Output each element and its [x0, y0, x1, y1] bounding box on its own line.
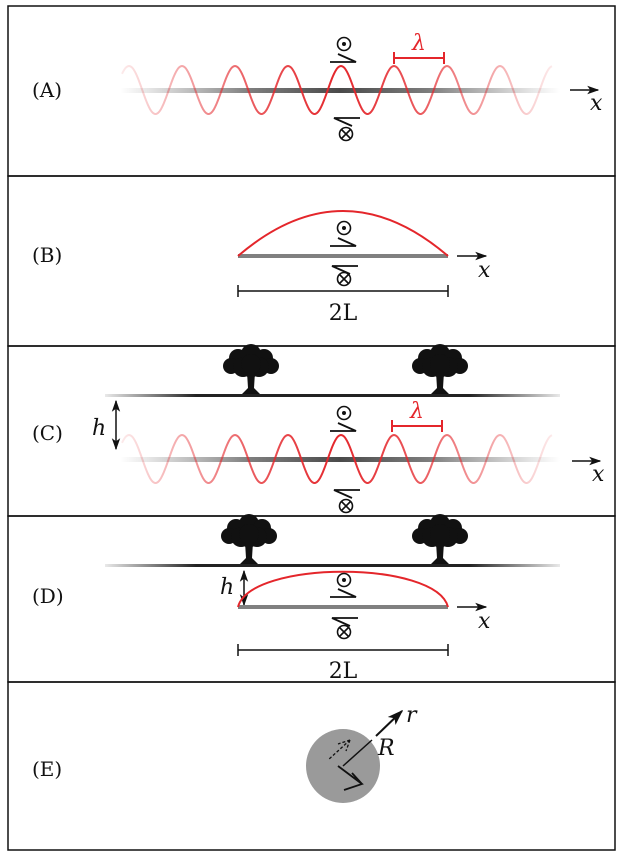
slip-arrow-top-c — [330, 422, 357, 432]
length-bar-d — [237, 644, 449, 656]
fault-line-d — [238, 605, 448, 609]
depth-label-d: h — [220, 575, 234, 600]
panel-e-border — [7, 681, 616, 851]
out-of-page-icon-a — [336, 36, 352, 52]
slip-arrow-top-b — [330, 237, 357, 247]
length-label-d: 2L — [329, 659, 358, 684]
radial-axis-arrow-e — [375, 709, 404, 737]
wavelength-label-a: λ — [411, 31, 426, 56]
fault-line-c — [120, 457, 560, 462]
panel-b-label: (B) — [32, 243, 62, 267]
slip-profile-b — [237, 210, 449, 257]
fault-line-b — [238, 254, 448, 258]
x-axis-label-a: x — [590, 91, 603, 116]
panel-d-label: (D) — [32, 584, 64, 608]
x-axis-label-d: x — [478, 609, 491, 634]
radius-line-e — [342, 739, 373, 767]
ground-surface-d — [105, 564, 560, 567]
depth-label-c: h — [92, 416, 106, 441]
slip-wave-c — [121, 433, 553, 484]
slip-arrow-bottom-b — [331, 265, 358, 275]
x-axis-label-c: x — [592, 462, 605, 487]
wavelength-marker-c — [391, 420, 443, 432]
out-of-page-icon-d — [336, 572, 352, 588]
slip-arrow-solid-e — [337, 765, 364, 791]
panel-c: (C) h λ x — [7, 343, 616, 517]
radial-axis-label-e: r — [406, 703, 418, 728]
tree-icon-d-left — [220, 513, 278, 565]
tree-icon-d-right — [411, 513, 469, 565]
radius-label-e: R — [377, 736, 395, 761]
slip-arrow-bottom-c — [333, 489, 360, 499]
out-of-page-icon-b — [336, 220, 352, 236]
into-page-icon-a — [338, 126, 354, 142]
fault-line-a — [120, 88, 560, 93]
panel-a-label: (A) — [32, 78, 62, 102]
wavelength-label-c: λ — [409, 399, 424, 424]
slip-wave-a — [121, 64, 553, 115]
panel-d: (D) h x 2L — [7, 513, 616, 684]
into-page-icon-c — [338, 498, 354, 514]
slip-arrow-top-d — [330, 588, 357, 598]
x-axis-label-b: x — [478, 258, 491, 283]
panel-d-border — [7, 515, 616, 683]
slip-profile-d — [237, 570, 449, 608]
panel-b: (B) x 2L — [7, 175, 616, 347]
slip-arrow-dashed-e — [327, 739, 351, 761]
slip-arrow-bottom-a — [333, 117, 360, 127]
panel-e-label: (E) — [32, 757, 62, 781]
into-page-icon-d — [336, 624, 352, 640]
ground-surface-c — [105, 394, 560, 397]
slip-arrow-bottom-d — [331, 617, 358, 627]
panel-c-label: (C) — [32, 421, 63, 445]
out-of-page-icon-c — [336, 405, 352, 421]
panel-a: (A) λ x — [7, 5, 616, 177]
length-bar-b — [237, 285, 449, 297]
into-page-icon-b — [336, 271, 352, 287]
tree-icon-c-right — [411, 343, 469, 395]
slip-arrow-top-a — [330, 53, 357, 63]
length-label-b: 2L — [329, 301, 358, 326]
panel-b-border — [7, 175, 616, 347]
panel-e: (E) R r — [7, 681, 616, 851]
wavelength-marker-a — [393, 52, 445, 64]
tree-icon-c-left — [222, 343, 280, 395]
